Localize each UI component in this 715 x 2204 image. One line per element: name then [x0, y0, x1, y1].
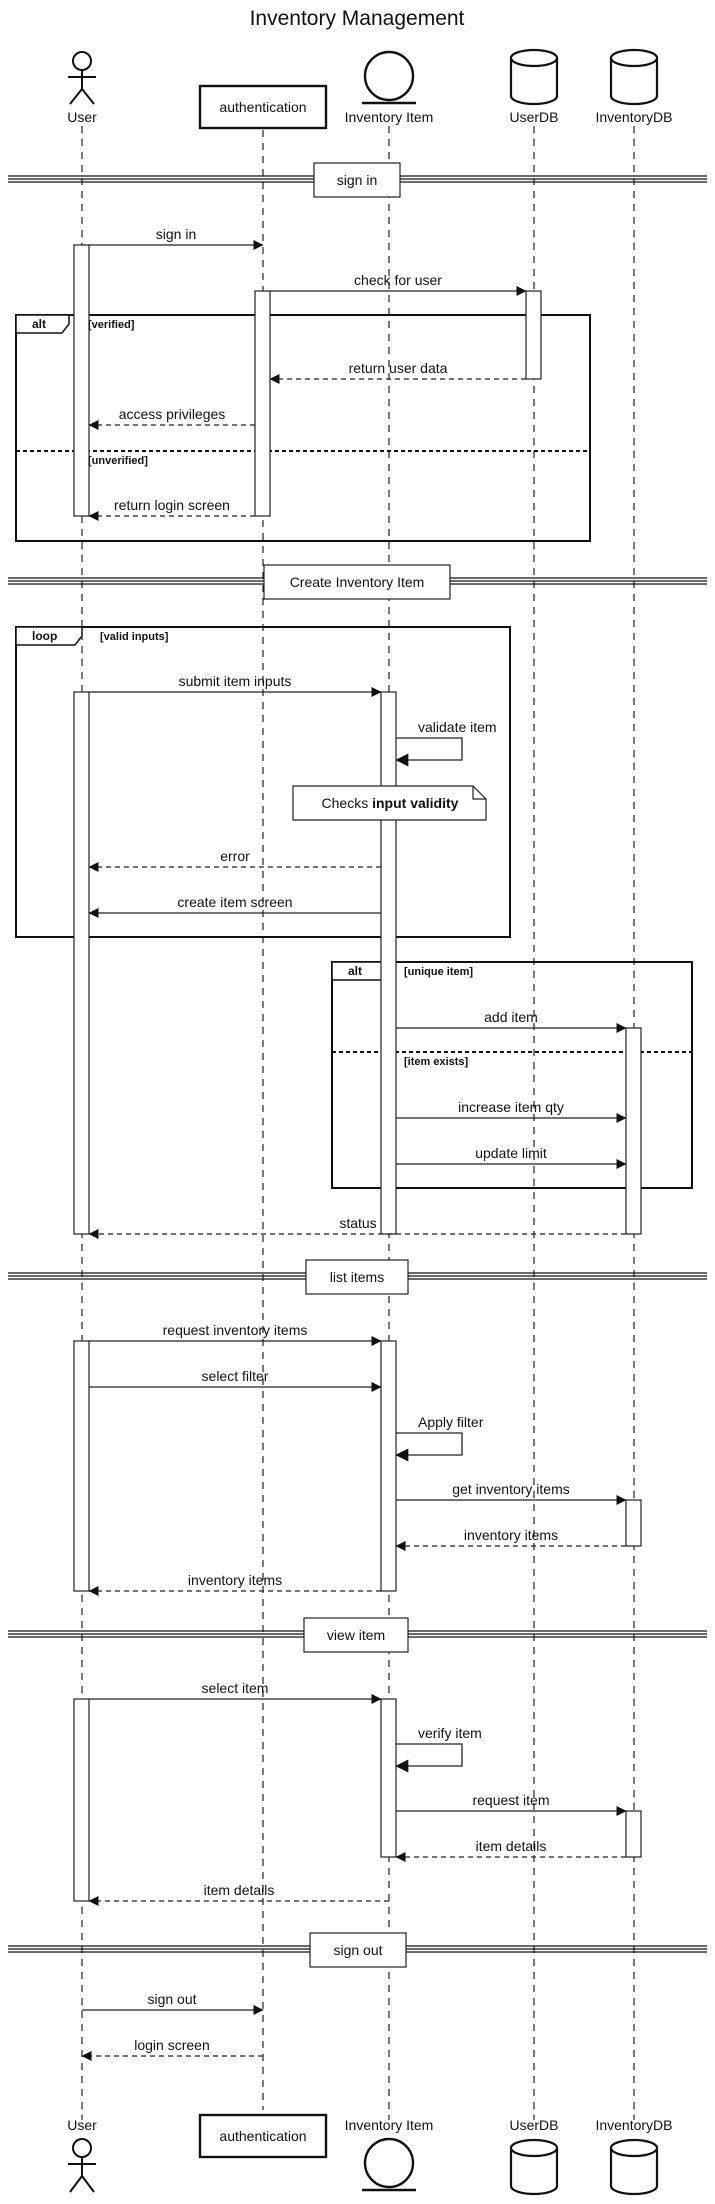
participants-bottom: User authentication Inventory Item UserD… — [67, 2113, 673, 2196]
activation-bar — [73, 244, 90, 517]
self-message-arrow — [395, 1432, 463, 1462]
fragment-guard: [unique item] — [404, 966, 473, 978]
database-icon — [509, 2138, 559, 2196]
message-label: access privileges — [119, 406, 226, 422]
activation-bar — [73, 1340, 90, 1592]
message-label: item details — [204, 1882, 275, 1898]
participant-label-authentication: authentication — [219, 99, 306, 115]
entity-icon — [362, 2137, 416, 2192]
message-label: status — [339, 1215, 376, 1231]
divider-label: sign in — [337, 172, 377, 188]
note-text: Checks — [322, 795, 373, 811]
divider-sign-out: sign out — [8, 1932, 707, 1968]
divider-create-inventory-item: Create Inventory Item — [8, 564, 707, 600]
participant-label-authentication: authentication — [219, 2128, 306, 2144]
activation-bar — [625, 1027, 642, 1235]
fragment-operator: alt — [32, 317, 46, 331]
message-label: update limit — [475, 1145, 547, 1161]
fragment-guard: [unverified] — [88, 455, 148, 467]
message-label: get inventory items — [452, 1481, 570, 1497]
activation-bar — [380, 1340, 397, 1592]
participant-label-inventory-item: Inventory Item — [345, 109, 434, 125]
divider-list-items: list items — [8, 1259, 707, 1295]
diagram-title: Inventory Management — [250, 7, 465, 30]
activation-bar — [525, 290, 542, 380]
authentication-box — [198, 84, 328, 130]
activation-bar — [380, 691, 397, 1235]
message-label: create item screen — [177, 894, 292, 910]
self-message-arrow — [395, 737, 463, 767]
participants-top: User authentication Inventory Item UserD… — [67, 48, 673, 130]
authentication-box — [198, 2113, 328, 2159]
message-label: increase item qty — [458, 1099, 564, 1115]
alt-fragment-verified: alt [verified] [unverified] — [15, 314, 591, 542]
fragment-operator: loop — [32, 629, 57, 643]
message-label: inventory items — [188, 1572, 282, 1588]
participant-label-userdb: UserDB — [509, 109, 558, 125]
divider-label: list items — [330, 1269, 384, 1285]
participant-label-user: User — [67, 2117, 97, 2133]
note-bold-text: input validity — [372, 795, 459, 811]
message-label: Apply filter — [418, 1414, 484, 1430]
database-icon — [609, 2138, 659, 2196]
divider-label: view item — [327, 1627, 385, 1643]
activation-bars — [73, 244, 642, 1902]
message-label: select item — [202, 1680, 269, 1696]
fragment-operator: alt — [348, 964, 362, 978]
message-label: request inventory items — [163, 1322, 308, 1338]
message-label: add item — [484, 1009, 538, 1025]
messages: sign in check for user return user data … — [81, 226, 627, 2061]
divider-view-item: view item — [8, 1617, 707, 1653]
message-label: login screen — [134, 2037, 210, 2053]
actor-icon — [68, 51, 96, 105]
self-message-arrow — [395, 1743, 463, 1773]
message-label: error — [220, 848, 250, 864]
note-input-validity: Checks input validity — [292, 785, 487, 821]
activation-bar — [73, 691, 90, 1235]
database-icon — [509, 48, 559, 106]
participant-label-userdb: UserDB — [509, 2117, 558, 2133]
divider-sign-in: sign in — [8, 162, 707, 198]
participant-label-user: User — [67, 109, 97, 125]
participant-label-inventory-item: Inventory Item — [345, 2117, 434, 2133]
fragment-guard: [valid inputs] — [100, 631, 169, 643]
actor-icon — [68, 2138, 96, 2193]
activation-bar — [254, 290, 271, 517]
participant-label-inventorydb: InventoryDB — [595, 2117, 672, 2133]
entity-icon — [362, 50, 416, 105]
message-label: inventory items — [464, 1527, 558, 1543]
message-label: sign out — [147, 1991, 196, 2007]
message-label: select filter — [202, 1368, 269, 1384]
message-label: verify item — [418, 1725, 482, 1741]
activation-bar — [625, 1810, 642, 1858]
message-label: submit item inputs — [179, 673, 292, 689]
participant-label-inventorydb: InventoryDB — [595, 109, 672, 125]
loop-fragment-valid-inputs: loop [valid inputs] — [15, 626, 511, 938]
message-label: check for user — [354, 272, 442, 288]
svg-text:Checks input validity: Checks input validity — [322, 795, 459, 811]
message-label: sign in — [156, 226, 196, 242]
database-icon — [609, 48, 659, 106]
fragment-guard: [item exists] — [404, 1056, 469, 1068]
message-label: return login screen — [114, 497, 230, 513]
divider-label: Create Inventory Item — [290, 574, 425, 590]
message-label: item details — [476, 1838, 547, 1854]
activation-bar — [625, 1499, 642, 1547]
activation-bar — [73, 1698, 90, 1902]
message-label: request item — [472, 1792, 549, 1808]
fragment-guard: [verified] — [88, 319, 135, 331]
divider-label: sign out — [333, 1942, 382, 1958]
message-label: return user data — [349, 360, 448, 376]
activation-bar — [380, 1698, 397, 1858]
message-label: validate item — [418, 719, 497, 735]
